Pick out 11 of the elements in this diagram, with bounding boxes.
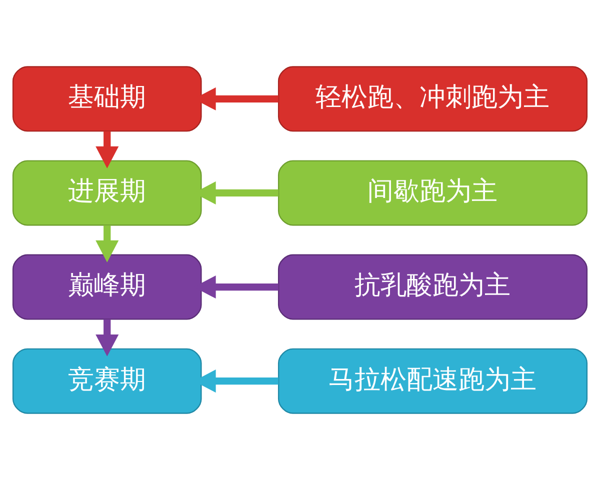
arrow [96, 131, 119, 168]
arrow [96, 225, 119, 262]
arrow [96, 319, 119, 356]
node-box: 抗乳酸跑为主 [278, 254, 588, 320]
node-box: 竞赛期 [12, 348, 202, 414]
node-box: 巅峰期 [12, 254, 202, 320]
node-box: 间歇跑为主 [278, 160, 588, 226]
node-box: 基础期 [12, 66, 202, 132]
node-box: 马拉松配速跑为主 [278, 348, 588, 414]
node-box: 进展期 [12, 160, 202, 226]
node-box: 轻松跑、冲刺跑为主 [278, 66, 588, 132]
